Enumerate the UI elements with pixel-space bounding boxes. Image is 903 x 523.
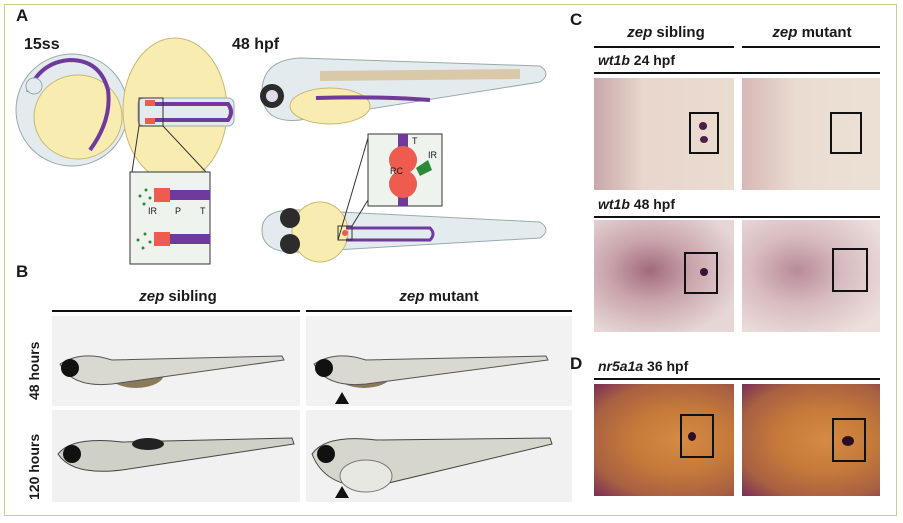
c-col-header-sibling: zep sibling [594, 24, 738, 41]
c-row1-rest: 24 hpf [629, 52, 676, 68]
dorsal-inset-label-ir: IR [428, 150, 437, 160]
b-mutant-120h-image [306, 410, 572, 502]
renal-corpuscle-inset [367, 133, 443, 207]
b-col2-gene: zep [399, 288, 425, 305]
b-mutant-48h-image [306, 316, 572, 406]
c-row1-gene: wt1b [598, 52, 630, 68]
panel-a-schematics [15, 37, 547, 265]
c-mut48-roi-box [832, 248, 868, 292]
b-col1-rest: sibling [164, 288, 217, 305]
panel-d-label: D [570, 354, 583, 373]
larva-48hpf-dorsal [261, 201, 547, 263]
c-sibling-48h-image [594, 220, 734, 332]
c-col1-gene: zep [627, 24, 653, 41]
b-col-header-mutant: zep mutant [306, 288, 572, 305]
b-row-label-48h: 48 hours [26, 341, 42, 400]
d-sib-stain [688, 432, 696, 441]
panel-b-label: B [16, 262, 29, 281]
c-sib48-stain [700, 268, 708, 276]
c-sib24-stain-1 [699, 122, 707, 130]
c-col2-gene: zep [772, 24, 798, 41]
dorsal-inset-label-t: T [412, 136, 418, 146]
c-sib48-roi-box [684, 252, 718, 294]
figure-frame [4, 4, 897, 516]
pronephros-inset [129, 171, 211, 265]
c-row2-label: wt1b 48 hpf [598, 196, 675, 212]
stage-label-15ss: 15ss [24, 36, 60, 53]
inset-label-t: T [200, 206, 206, 216]
embryo-15ss-dorsal [122, 37, 235, 183]
b-sibling-120h-image [52, 410, 300, 502]
b-col-header-sibling: zep sibling [52, 288, 304, 305]
panel-c-label: C [570, 10, 583, 29]
d-sibling-image [594, 384, 734, 496]
c-col1-rest: sibling [652, 24, 705, 41]
c-sib24-stain-2 [700, 136, 708, 143]
c-col2-rest: mutant [797, 24, 852, 41]
d-row-gene: nr5a1a [598, 358, 644, 374]
c-row2-gene: wt1b [598, 196, 630, 212]
c-row1-rule [594, 72, 880, 74]
c-mutant-24h-image [742, 78, 880, 190]
c-sibling-24h-image [594, 78, 734, 190]
d-sib-roi-box [680, 414, 714, 458]
c-col-header-mutant: zep mutant [742, 24, 882, 41]
dorsal-inset-label-rc: RC [390, 166, 403, 176]
c-header-rule-right [742, 46, 880, 48]
b-edema-arrowhead-48h [335, 392, 349, 404]
inset-label-ir: IR [148, 206, 157, 216]
b-edema-arrowhead-120h [335, 486, 349, 498]
c-row2-rule [594, 216, 880, 218]
c-row2-rest: 48 hpf [629, 196, 676, 212]
d-mut-roi-box [832, 418, 866, 462]
c-header-rule-left [594, 46, 734, 48]
stage-label-48hpf: 48 hpf [232, 36, 280, 53]
d-mutant-image [742, 384, 880, 496]
embryo-15ss-lateral [15, 53, 129, 167]
b-row-label-120h: 120 hours [26, 433, 42, 500]
d-row-rest: 36 hpf [643, 358, 689, 374]
b-header-rule-right [306, 310, 572, 312]
larva-48hpf-lateral [260, 57, 547, 125]
b-sibling-48h-image [52, 316, 300, 406]
b-col1-gene: zep [139, 288, 165, 305]
c-sib24-roi-box [689, 112, 719, 154]
inset-label-p: P [175, 206, 182, 216]
c-row1-label: wt1b 24 hpf [598, 52, 675, 68]
c-mutant-48h-image [742, 220, 880, 332]
d-row-label: nr5a1a 36 hpf [598, 358, 688, 374]
d-mut-stain [842, 436, 854, 446]
panel-a-label: A [16, 6, 29, 25]
d-row-rule [594, 378, 880, 380]
b-col2-rest: mutant [424, 288, 479, 305]
c-mut24-roi-box [830, 112, 862, 154]
b-header-rule-left [52, 310, 300, 312]
